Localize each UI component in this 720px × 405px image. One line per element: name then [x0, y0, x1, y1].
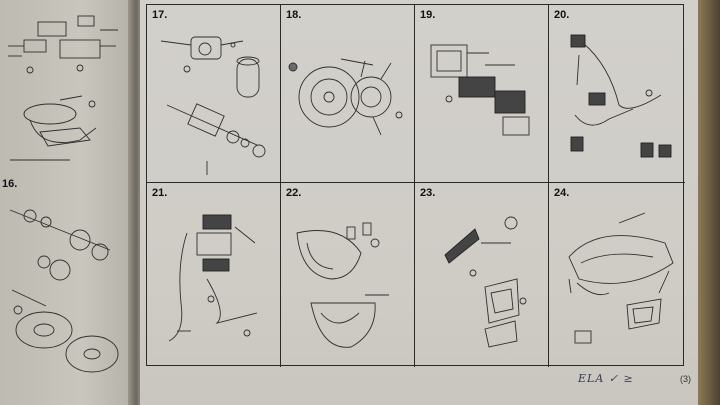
diagram-22-number: 22.: [286, 187, 302, 199]
diagram-17-cell[interactable]: 17.: [147, 5, 281, 183]
diagram-18-cell[interactable]: 18.: [281, 5, 415, 183]
diagram-17-number: 17.: [152, 9, 168, 21]
alternator-drawing: [288, 58, 403, 136]
right-page: 17. 18.: [140, 0, 720, 405]
ignition-wiring-drawing: [570, 34, 672, 158]
diagram-23-cell[interactable]: 23.: [415, 183, 549, 367]
diagram-20-cell[interactable]: 20.: [549, 5, 685, 183]
diagram-21-number: 21.: [152, 187, 168, 199]
page-edge-shadow: [698, 0, 720, 405]
diagram-20-number: 20.: [554, 9, 570, 21]
diagram-21-cell[interactable]: 21.: [147, 183, 281, 367]
handlebar-switch-drawing: [168, 214, 258, 342]
left-page: 16.: [0, 0, 136, 405]
section-16-number: 16.: [2, 178, 18, 190]
starter-motor-drawing: [160, 36, 266, 175]
handwritten-note: ELA ✓ ≥: [578, 372, 634, 385]
turn-signal-drawing: [444, 216, 527, 348]
diagram-grid: 17. 18.: [146, 4, 685, 367]
diagram-23-number: 23.: [420, 187, 436, 199]
headlight-drawing: [296, 222, 389, 348]
diagram-24-cell[interactable]: 24.: [549, 183, 685, 367]
diagram-19-cell[interactable]: 19.: [415, 5, 549, 183]
diagram-18-number: 18.: [286, 9, 302, 21]
diagram-24-number: 24.: [554, 187, 570, 199]
control-units-drawing: [430, 44, 530, 136]
page-number: (3): [680, 374, 691, 384]
diagram-19-number: 19.: [420, 9, 436, 21]
left-page-drawing: [8, 15, 119, 373]
front-cover-drawing: [568, 212, 674, 344]
diagram-22-cell[interactable]: 22.: [281, 183, 415, 367]
